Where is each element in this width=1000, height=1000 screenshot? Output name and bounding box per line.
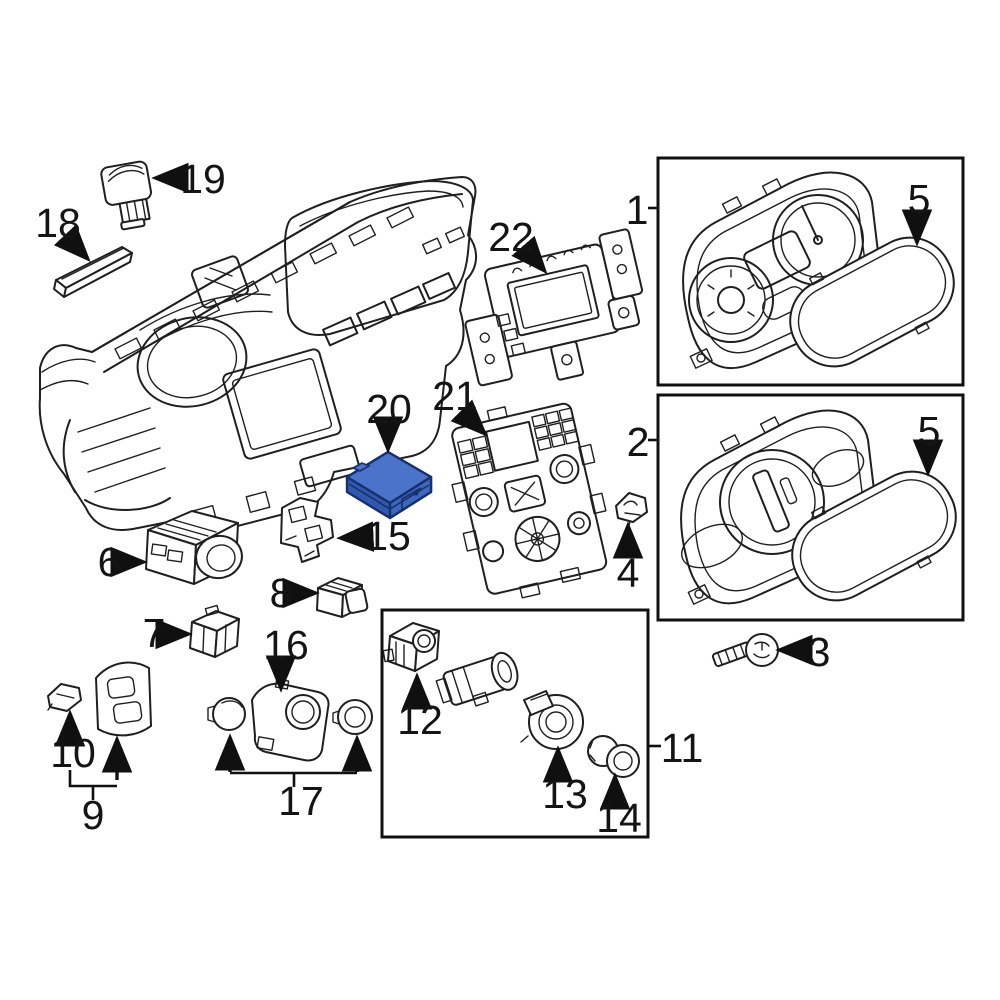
part-3-screw [711,633,779,668]
box-11-sensor-kit [380,608,650,839]
part-13-socket [520,690,584,750]
box-1-instrument-cluster [656,156,965,387]
part-14-bulb-socket [587,735,640,778]
callout-3[interactable]: 3 [808,629,831,675]
arrow-22 [511,235,548,275]
part-12-sensor [382,622,440,672]
callout-13[interactable]: 13 [542,771,588,817]
callout-19[interactable]: 19 [180,156,226,202]
callout-14[interactable]: 14 [596,795,642,841]
callout-2[interactable]: 2 [627,419,650,465]
callout-18[interactable]: 18 [35,200,81,246]
callout-5a[interactable]: 5 [908,176,931,222]
arrow-18 [53,224,91,262]
part-16-ignition-housing [251,678,330,762]
callout-21[interactable]: 21 [432,373,478,419]
callout-1[interactable]: 1 [626,187,649,233]
part-20-module-highlighted[interactable] [345,450,433,520]
callout-17[interactable]: 17 [278,778,324,824]
callout-arrows [53,162,944,810]
cluster-lens-drawing-2 [791,470,957,602]
part-19-finish-panel-insert [100,160,152,231]
bracket-17 [230,771,357,787]
part-15-bracket [280,497,334,563]
bulb-socket-barrel [435,651,519,707]
part-10-clip [47,683,82,712]
callout-5b[interactable]: 5 [918,408,941,454]
callout-9[interactable]: 9 [82,792,105,838]
keypad-left [456,435,494,480]
box-2-instrument-cluster [656,393,965,622]
callout-7[interactable]: 7 [143,610,166,656]
arrow-15 [336,521,375,552]
part-17-bezels [207,697,373,735]
callout-8[interactable]: 8 [270,570,293,616]
arrow-21 [450,399,488,437]
dash-vent-slots [322,226,466,347]
callout-4[interactable]: 4 [617,550,640,596]
callout-20[interactable]: 20 [366,386,412,432]
callout-22[interactable]: 22 [488,214,534,260]
callout-12[interactable]: 12 [397,697,443,743]
bracket-9 [68,770,117,800]
part-7-switch [189,604,240,658]
callout-11[interactable]: 11 [661,725,704,771]
callout-6[interactable]: 6 [98,539,121,585]
keypad-right [531,407,580,451]
callout-15[interactable]: 15 [365,513,411,559]
part-9-panel [95,661,152,737]
part-8-switch [316,577,369,618]
part-21-climate-control-panel [451,402,608,599]
part-22-radio-display-unit [464,228,643,387]
cluster-lens-drawing-1 [789,236,955,368]
module-right-face [388,475,433,520]
callout-16[interactable]: 16 [263,622,309,668]
dashboard-panel-drawing [38,176,477,537]
callout-10[interactable]: 10 [50,730,96,776]
part-4-clip [615,492,648,529]
part-18-trim-strip [53,246,133,298]
